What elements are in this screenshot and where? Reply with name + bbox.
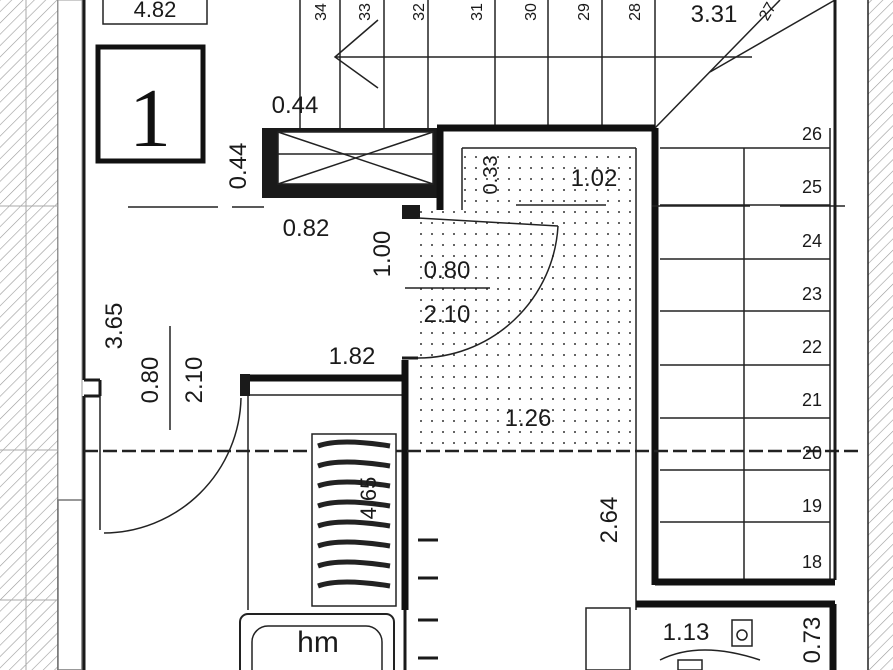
landing-dots-top bbox=[462, 150, 634, 210]
dim-landing-width: 1.02 bbox=[571, 165, 618, 192]
stair-step-27: 27 bbox=[756, 0, 780, 24]
room-number: 1 bbox=[129, 72, 171, 165]
dim-shaft-height: 0.44 bbox=[225, 143, 252, 190]
dim-hall-depth: 2.64 bbox=[596, 497, 623, 544]
stair-step-23: 23 bbox=[802, 284, 822, 304]
hm-label: hm bbox=[297, 626, 339, 659]
door-upper-height: 2.10 bbox=[424, 301, 471, 328]
door-upper-leaf bbox=[417, 217, 559, 227]
top-left-value: 4.82 bbox=[134, 0, 177, 22]
stair-step-26: 26 bbox=[802, 124, 822, 144]
left-outer-wall-hatch bbox=[0, 0, 58, 670]
stair-step-30: 30 bbox=[523, 3, 540, 21]
stair-step-24: 24 bbox=[802, 231, 822, 251]
shaft-cross-b bbox=[277, 131, 434, 185]
bathtub bbox=[239, 613, 395, 670]
wall-tabs bbox=[418, 538, 438, 660]
right-outer-wall-hatch bbox=[868, 0, 893, 670]
dim-wc-depth: 0.73 bbox=[799, 617, 826, 664]
dim-shaft-width: 0.44 bbox=[272, 92, 319, 119]
room-number-box bbox=[95, 44, 206, 164]
stair-step-34: 34 bbox=[313, 3, 330, 21]
upper-stairs bbox=[299, 0, 837, 129]
door-upper-swing bbox=[417, 225, 559, 359]
stair-step-32: 32 bbox=[411, 3, 428, 21]
wc-cabinet bbox=[585, 607, 631, 670]
door-left-swing bbox=[103, 397, 242, 534]
dim-shaft-offset: 0.82 bbox=[283, 215, 330, 242]
dim-hall-width: 1.26 bbox=[505, 405, 552, 432]
wc-outline bbox=[659, 649, 761, 661]
corridor-jamb-left bbox=[240, 374, 250, 396]
stair-direction-arrow bbox=[333, 19, 379, 89]
upper-stair-diagonal bbox=[654, 0, 781, 129]
wc-pipe bbox=[677, 659, 703, 670]
stair-step-18: 18 bbox=[802, 552, 822, 572]
stair-step-21: 21 bbox=[802, 390, 822, 410]
dim-corridor-length: 1.82 bbox=[329, 343, 376, 370]
door-upper-width: 0.80 bbox=[424, 257, 471, 284]
right-stairs bbox=[655, 128, 837, 586]
stair-step-22: 22 bbox=[802, 337, 822, 357]
radiator-fins bbox=[317, 439, 391, 589]
stair-step-28: 28 bbox=[627, 3, 644, 21]
stair-step-20: 20 bbox=[802, 443, 822, 463]
upper-stair-diagonal-b bbox=[709, 0, 836, 73]
landing-dots-main bbox=[420, 210, 634, 450]
door-left-height: 2.10 bbox=[181, 357, 208, 404]
stair-step-19: 19 bbox=[802, 496, 822, 516]
dim-radiator: 4.65 bbox=[356, 477, 381, 520]
left-wall-column bbox=[57, 499, 83, 670]
dim-landing-gap: 0.33 bbox=[480, 156, 502, 195]
door-jamb-upper bbox=[402, 205, 420, 219]
stair-label: 3.31 bbox=[691, 1, 738, 28]
wc-fixture bbox=[731, 619, 753, 647]
top-left-value-box bbox=[102, 0, 208, 25]
dim-landing-depth: 1.00 bbox=[369, 231, 396, 278]
stair-step-25: 25 bbox=[802, 177, 822, 197]
stair-step-33: 33 bbox=[357, 3, 374, 21]
stair-step-29: 29 bbox=[576, 3, 593, 21]
door-left-width: 0.80 bbox=[137, 357, 164, 404]
dim-wc-width: 1.13 bbox=[663, 619, 710, 646]
wc-fixture-knob bbox=[736, 629, 748, 641]
stair-step-31: 31 bbox=[469, 3, 486, 21]
dim-room-length: 3.65 bbox=[101, 303, 128, 350]
bathtub-inner bbox=[251, 625, 383, 670]
